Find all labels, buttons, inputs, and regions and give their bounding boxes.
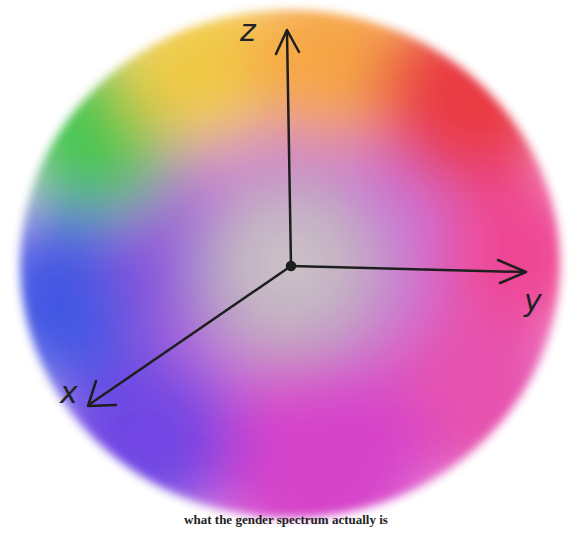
axis-label: z bbox=[240, 16, 256, 46]
axis-label: x bbox=[60, 378, 78, 408]
caption: what the gender spectrum actually is bbox=[0, 512, 572, 528]
axes bbox=[88, 30, 526, 406]
axis-label: y bbox=[524, 286, 542, 316]
